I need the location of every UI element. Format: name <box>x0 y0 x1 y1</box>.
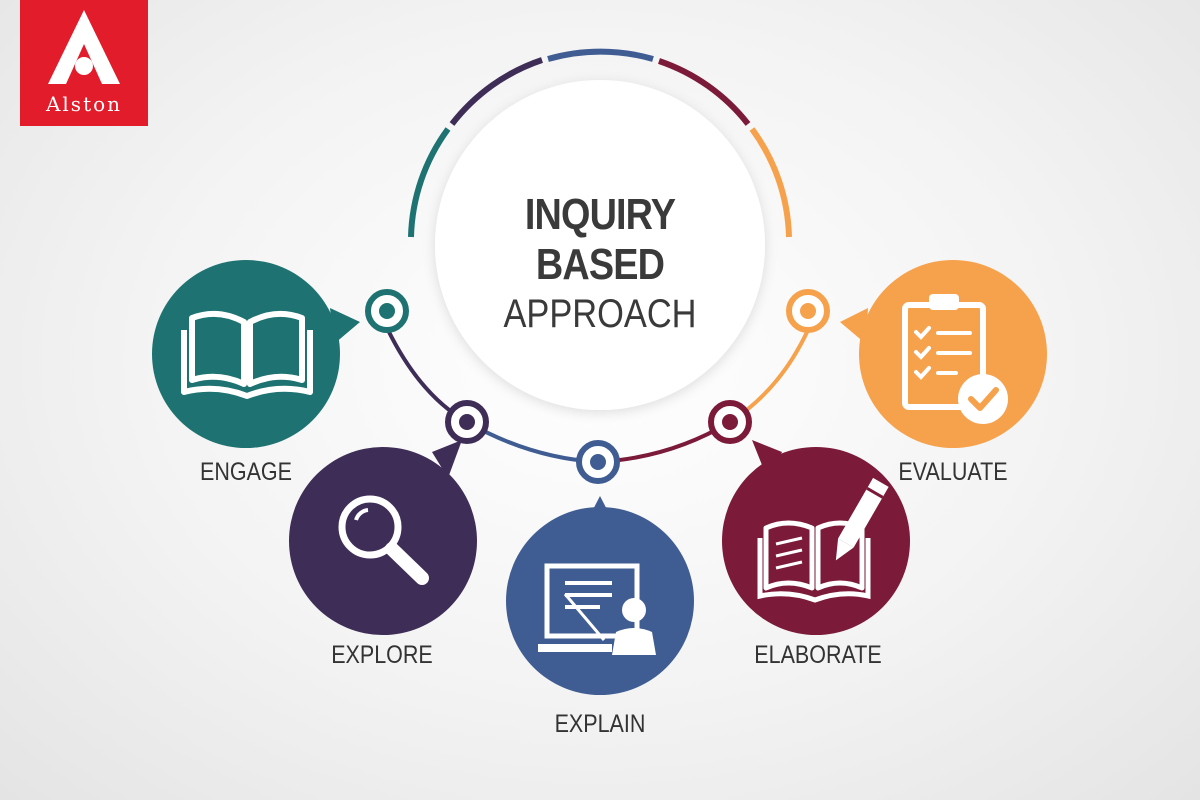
clipboard-check-icon <box>902 294 1008 424</box>
explain-bubble <box>506 496 694 695</box>
logo-a-mark-icon <box>48 10 120 84</box>
center-circle <box>435 80 765 410</box>
book-pencil-icon <box>757 477 889 603</box>
node-engage <box>365 289 409 333</box>
arc-segment-engage <box>408 127 451 238</box>
arc-segment-elaborate <box>658 58 751 126</box>
arc-segment-evaluate <box>749 127 792 238</box>
step-label-explain: EXPLAIN <box>554 710 646 738</box>
node-evaluate <box>786 289 830 333</box>
evaluate-bubble <box>840 260 1047 448</box>
open-book-icon <box>181 310 313 399</box>
explore-bubble <box>289 440 477 635</box>
step-label-engage: ENGAGE <box>199 458 292 486</box>
engage-bubble <box>152 260 360 448</box>
arc-segment-explore <box>449 57 543 126</box>
arc-segment-explain <box>547 48 654 62</box>
page-title: INQUIRY BASED APPROACH <box>436 190 764 338</box>
step-label-elaborate: ELABORATE <box>754 641 882 669</box>
node-elaborate <box>708 400 752 444</box>
title-line-2: APPROACH <box>503 292 697 336</box>
node-explore <box>445 400 489 444</box>
elaborate-bubble <box>722 440 910 635</box>
step-label-evaluate: EVALUATE <box>898 458 1008 486</box>
teacher-board-icon <box>538 563 656 655</box>
title-line-1: INQUIRY BASED <box>524 190 676 289</box>
node-explain <box>576 440 620 484</box>
magnifier-icon <box>338 495 429 585</box>
brand-name: Alston <box>45 92 123 116</box>
alston-logo: Alston <box>20 0 148 126</box>
step-label-explore: EXPLORE <box>331 641 433 669</box>
